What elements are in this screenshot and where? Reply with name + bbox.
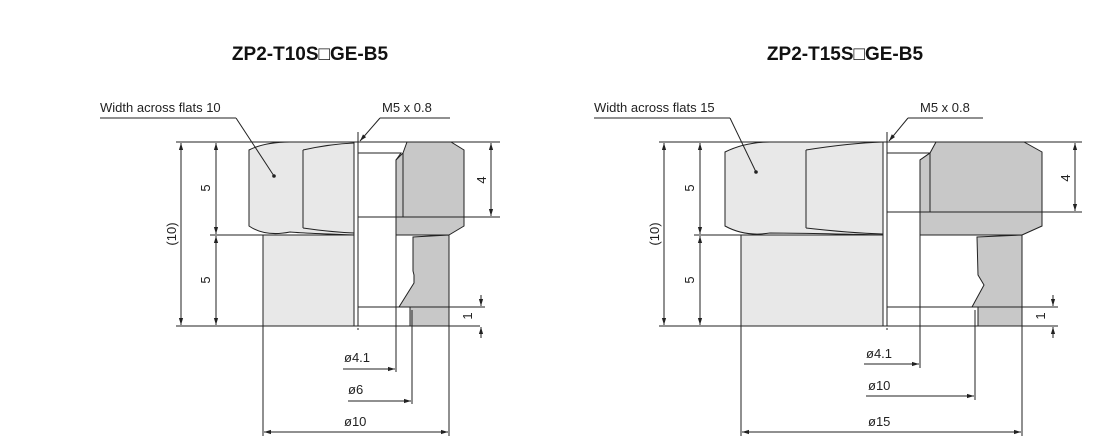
drawing-zp2-t15s: ZP2-T15S□GE-B5 (10) 5 5 4 1 ø4.	[594, 44, 1082, 436]
lower-body	[740, 234, 884, 327]
lower-body	[262, 234, 355, 327]
dim-step: 1	[460, 312, 475, 319]
dia-inner: ø4.1	[866, 346, 892, 361]
drawing-title: ZP2-T10S□GE-B5	[232, 44, 389, 65]
callout-thread: M5 x 0.8	[920, 100, 970, 115]
dim-thread-depth: 4	[474, 176, 489, 183]
drawing-zp2-t10s: ZP2-T10S□GE-B5 (10) 5 5 4 1	[100, 44, 500, 436]
dia-mid: ø10	[868, 378, 890, 393]
dia-outer: ø15	[868, 414, 890, 429]
dim-total: (10)	[164, 222, 179, 245]
dia-mid: ø6	[348, 382, 363, 397]
drawing-title: ZP2-T15S□GE-B5	[767, 44, 924, 65]
section	[395, 141, 465, 327]
callout-flats: Width across flats 15	[594, 100, 715, 115]
dim-upper: 5	[682, 184, 697, 191]
callout-thread: M5 x 0.8	[382, 100, 432, 115]
dia-outer: ø10	[344, 414, 366, 429]
section	[919, 141, 1043, 327]
dim-total: (10)	[647, 222, 662, 245]
dim-upper: 5	[198, 184, 213, 191]
hex-nut	[248, 141, 355, 236]
dim-step: 1	[1033, 312, 1048, 319]
dia-inner: ø4.1	[344, 350, 370, 365]
dim-lower: 5	[682, 276, 697, 283]
callout-flats: Width across flats 10	[100, 100, 221, 115]
dim-lower: 5	[198, 276, 213, 283]
dim-thread-depth: 4	[1058, 174, 1073, 181]
hex-nut	[724, 141, 884, 236]
